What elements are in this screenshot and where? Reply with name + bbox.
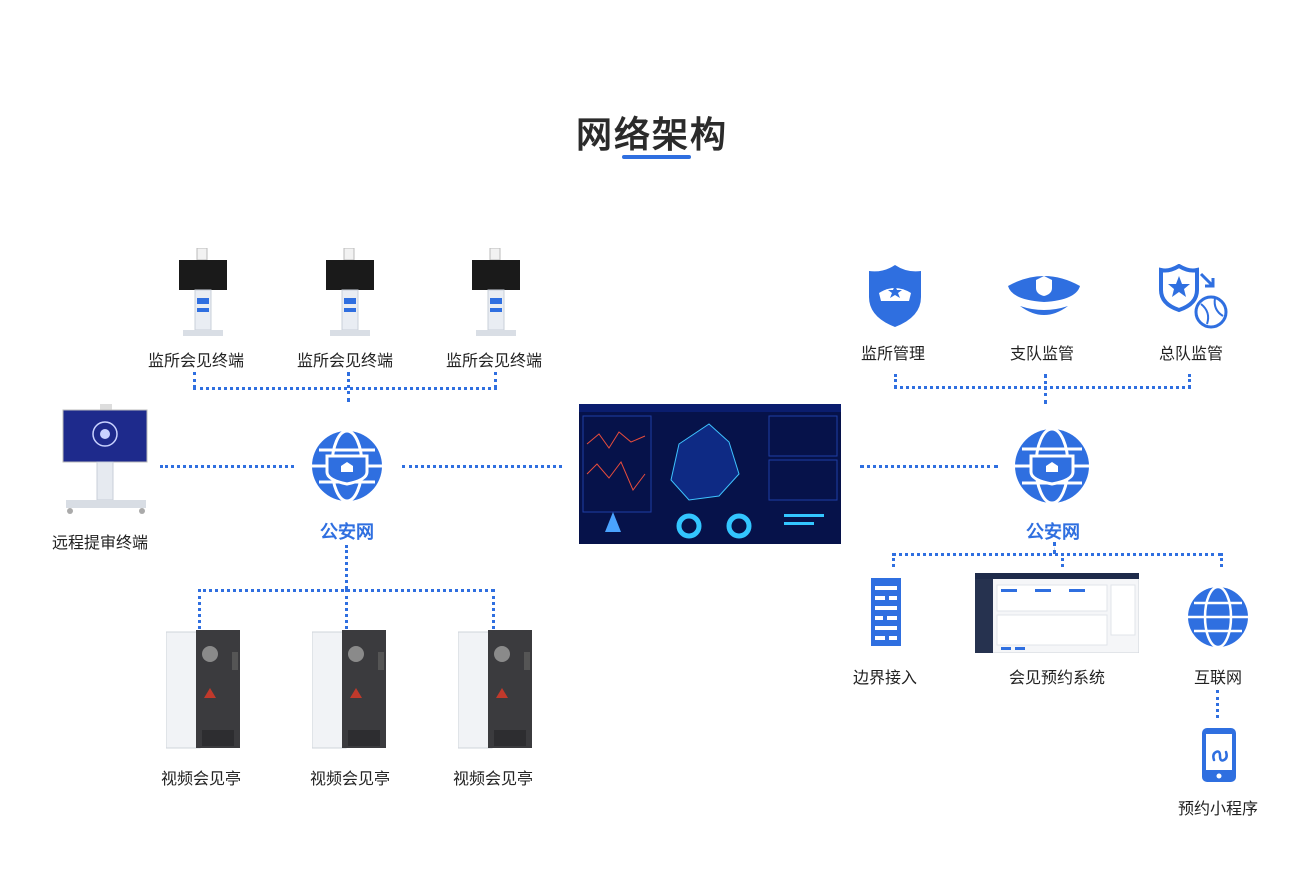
meeting-terminal-icon xyxy=(179,247,227,336)
police-network-globe-left xyxy=(309,428,385,504)
mini-program-phone-icon xyxy=(1200,726,1238,784)
connector xyxy=(1216,690,1219,718)
title-underline xyxy=(622,155,691,159)
meeting-terminal-icon xyxy=(326,247,374,336)
network-label-left: 公安网 xyxy=(320,522,374,542)
connector xyxy=(1044,374,1047,404)
connector xyxy=(402,465,562,468)
dashboard-screenshot xyxy=(579,404,841,544)
network-label-right: 公安网 xyxy=(1026,522,1080,542)
connector xyxy=(494,372,497,388)
terminal-1 xyxy=(175,247,231,338)
connector xyxy=(1220,553,1223,567)
central-dashboard-screen xyxy=(579,404,841,544)
police-network-globe-right xyxy=(1012,426,1092,506)
connector xyxy=(160,465,294,468)
connector xyxy=(198,589,201,629)
police-globe-icon xyxy=(312,429,382,503)
connector xyxy=(193,387,497,390)
firewall-icon xyxy=(869,578,903,646)
booth-label: 视频会见亭 xyxy=(160,771,241,788)
terminal-label: 监所会见终端 xyxy=(147,353,244,370)
video-booth-icon xyxy=(457,630,532,749)
connector xyxy=(492,589,495,629)
police-badge-icon xyxy=(865,263,925,329)
police-cap-icon xyxy=(1004,266,1084,326)
connector xyxy=(345,589,348,629)
connector xyxy=(860,465,998,468)
connector xyxy=(1061,553,1064,567)
supervision-label: 支队监管 xyxy=(1009,346,1074,363)
supervision-label: 监所管理 xyxy=(860,346,925,363)
video-booth-3 xyxy=(457,630,534,750)
service-label: 互联网 xyxy=(1193,670,1242,687)
connector xyxy=(1053,542,1056,554)
connector xyxy=(193,372,196,388)
booth-label: 视频会见亭 xyxy=(452,771,533,788)
service-label: 会见预约系统 xyxy=(1008,670,1105,687)
police-globe-icon xyxy=(1015,427,1089,505)
video-booth-1 xyxy=(165,630,242,750)
connector xyxy=(894,386,1191,389)
page-title: 网络架构 xyxy=(575,114,728,155)
terminal-label: 监所会见终端 xyxy=(445,353,542,370)
remote-terminal-label: 远程提审终端 xyxy=(51,535,148,552)
terminal-3 xyxy=(468,247,524,338)
remote-terminal xyxy=(60,404,152,516)
internet-globe-icon xyxy=(1186,585,1250,649)
shield-globe-icon xyxy=(1157,263,1231,330)
connector xyxy=(1188,374,1191,388)
service-label: 边界接入 xyxy=(852,670,917,687)
video-booth-icon xyxy=(165,630,240,749)
booth-label: 视频会见亭 xyxy=(309,771,390,788)
video-booth-icon xyxy=(311,630,386,749)
web-app-screenshot xyxy=(974,572,1140,654)
terminal-label: 监所会见终端 xyxy=(296,353,393,370)
booking-system-screenshot xyxy=(974,572,1140,654)
supervision-label: 总队监管 xyxy=(1158,346,1223,363)
terminal-2 xyxy=(322,247,378,338)
meeting-terminal-icon xyxy=(472,247,520,336)
connector xyxy=(345,545,348,589)
miniapp-label: 预约小程序 xyxy=(1177,801,1258,818)
connector xyxy=(892,553,895,567)
globe-icon xyxy=(1188,585,1248,649)
video-booth-2 xyxy=(311,630,388,750)
connector xyxy=(894,374,897,388)
connector xyxy=(892,553,1222,556)
remote-interrogation-terminal-icon xyxy=(62,404,148,514)
